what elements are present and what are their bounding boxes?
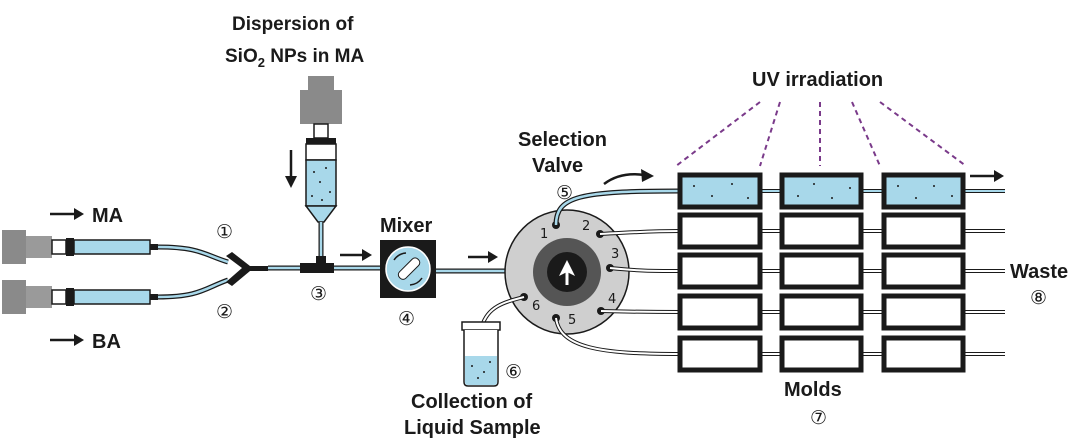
mold-row-4 [677, 293, 966, 331]
mixer [380, 240, 436, 298]
valve-port-1: 1 [540, 227, 548, 242]
molds-label: Molds [784, 379, 842, 401]
marker-4: ④ [398, 308, 415, 330]
mold-row-1 [677, 172, 966, 210]
selection-valve-label-line2: Valve [532, 155, 583, 177]
selection-valve [504, 209, 630, 335]
syringe-pump-dispersion [300, 76, 342, 223]
marker-8: ⑧ [1030, 287, 1047, 309]
ba-label: BA [92, 331, 121, 353]
valve-outlet-tubes [554, 229, 681, 356]
waste-label: Waste [1010, 261, 1068, 283]
arrow-to-mixer [340, 249, 372, 261]
marker-2: ② [216, 301, 233, 323]
mold-row-3 [677, 252, 966, 290]
y-junction [226, 252, 268, 286]
uv-rays [675, 101, 967, 167]
tube-valve-to-molds [554, 189, 681, 226]
dispersion-label-line2: SiO2 NPs in MA [225, 46, 364, 70]
valve-port-6: 6 [532, 299, 540, 314]
marker-3: ③ [310, 283, 327, 305]
mold-row-2 [677, 212, 966, 250]
ba-arrow [50, 334, 84, 346]
dispersion-label-line1: Dispersion of [232, 14, 354, 35]
down-arrow [285, 150, 297, 188]
selection-valve-label-line1: Selection [518, 129, 607, 151]
t-junction [300, 263, 334, 273]
marker-7: ⑦ [810, 407, 827, 429]
arrow-outflow [970, 170, 1004, 182]
collection-vial [461, 321, 501, 387]
marker-1: ① [216, 221, 233, 243]
ma-label: MA [92, 205, 123, 227]
valve-port-4: 4 [608, 292, 616, 307]
syringe-pump-ba [2, 280, 158, 314]
arrow-to-valve [468, 251, 498, 263]
molds-grid [677, 172, 1005, 373]
arrow-to-molds [603, 169, 654, 186]
syringe-pump-ma [2, 230, 158, 264]
marker-6: ⑥ [505, 361, 522, 383]
marker-5: ⑤ [556, 182, 573, 204]
valve-port-2: 2 [582, 219, 590, 234]
collection-label-line1: Collection of [411, 391, 532, 413]
mixer-label: Mixer [380, 215, 432, 237]
valve-port-5: 5 [568, 313, 576, 328]
mold-row-5 [677, 335, 966, 373]
ma-arrow [50, 208, 84, 220]
uv-irradiation-label: UV irradiation [752, 69, 883, 91]
valve-port-3: 3 [611, 247, 619, 262]
collection-label-line2: Liquid Sample [404, 417, 541, 439]
